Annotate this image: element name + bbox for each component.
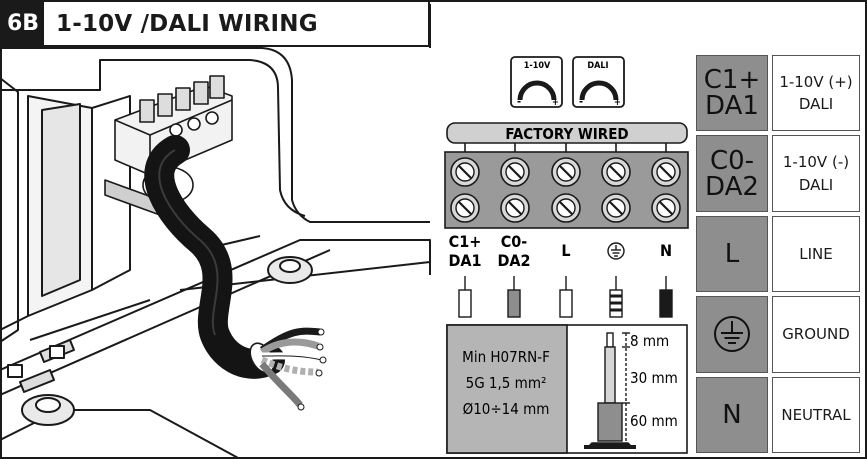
legend-desc-text: DALI	[798, 95, 834, 114]
strip-length-8mm: 8 mm	[630, 332, 669, 350]
dimmer-icon-1-10v: 1-10V - +	[510, 56, 563, 108]
dimmer-plus: +	[614, 98, 621, 108]
legend-code-text: C1+	[703, 65, 761, 96]
header: 6B 1-10V /DALI WIRING	[0, 0, 430, 47]
legend-code-text: N	[722, 399, 742, 430]
legend-desc-text: DALI	[798, 175, 834, 194]
terminal-block: FACTORY WIRED C1+ DA1 C0- DA2 L	[444, 122, 689, 318]
legend-desc-n: NEUTRAL	[772, 376, 860, 453]
legend-desc-text: LINE	[799, 244, 833, 263]
dimmer-plus: +	[552, 98, 559, 108]
legend-table: C1+ DA1 1-10V (+) DALI C0- DA2 1-10V (-)…	[696, 55, 860, 453]
legend-desc-c1: 1-10V (+) DALI	[772, 55, 860, 132]
cable-spec-line-3: Ø10÷14 mm	[463, 400, 550, 418]
dimmer-icon-dali: DALI - +	[572, 56, 625, 108]
screw-slot	[458, 165, 472, 179]
strip-length-60mm: 60 mm	[630, 412, 678, 430]
ground-icon	[607, 242, 625, 260]
cable-spec-panel: Min H07RN-F 5G 1,5 mm² Ø10÷14 mm 8 mm 30…	[446, 324, 688, 454]
legend-code-n: N	[696, 376, 768, 453]
screw-slot	[609, 165, 623, 179]
legend-code-text: C0-	[709, 145, 755, 176]
stripped-cable-drawing	[584, 332, 636, 449]
dimmer-minus: -	[579, 95, 583, 108]
screw-slot	[458, 201, 472, 215]
terminal-strip	[444, 151, 689, 229]
cable-spec-line-2: 5G 1,5 mm²	[466, 374, 547, 392]
factory-wired-banner	[446, 122, 688, 144]
terminal-label-n: N	[660, 241, 672, 260]
dimmer-label-dali: DALI	[587, 61, 608, 71]
legend-desc-text: NEUTRAL	[781, 405, 851, 424]
dimmer-label-1-10v: 1-10V	[524, 61, 551, 71]
wire-end-l	[559, 276, 573, 318]
screw-slot	[559, 201, 573, 215]
wire-end-ground	[609, 276, 623, 318]
factory-wired-label: FACTORY WIRED	[505, 125, 628, 143]
screw-slot	[659, 165, 673, 179]
legend-code-text: L	[724, 238, 740, 269]
terminal-label-c0-line2: DA2	[497, 251, 530, 270]
dimmer-minus: -	[517, 95, 521, 108]
strip-length-30mm: 30 mm	[630, 369, 678, 387]
terminal-label-c1-line2: DA1	[448, 251, 481, 270]
legend-desc-ground: GROUND	[772, 296, 860, 373]
wire-end-n	[659, 276, 673, 318]
legend-code-text: DA2	[705, 171, 759, 202]
cable-spec-line-1: Min H07RN-F	[462, 348, 550, 366]
wire-end-c0	[507, 276, 521, 318]
legend-code-c0: C0- DA2	[696, 135, 768, 212]
legend-desc-c0: 1-10V (-) DALI	[772, 135, 860, 212]
terminal-label-c0-line1: C0-	[501, 232, 528, 251]
legend-desc-text: GROUND	[782, 325, 850, 344]
cable	[144, 135, 327, 411]
screw-slot	[559, 165, 573, 179]
screw-slot	[508, 201, 522, 215]
legend-desc-l: LINE	[772, 215, 860, 293]
screw-slot	[659, 201, 673, 215]
ground-icon	[714, 316, 750, 353]
terminal-label-l: L	[561, 241, 570, 260]
legend-desc-text: 1-10V (+)	[779, 72, 853, 91]
wire-end-c1	[458, 276, 472, 318]
page-title: 1-10V /DALI WIRING	[56, 10, 318, 37]
screw-slot	[508, 165, 522, 179]
terminal-label-c1-line1: C1+	[449, 232, 482, 251]
legend-code-c1: C1+ DA1	[696, 55, 768, 132]
legend-code-ground	[696, 296, 768, 373]
legend-code-text: DA1	[705, 91, 759, 122]
screw-slot	[609, 201, 623, 215]
legend-code-l: L	[696, 215, 768, 293]
legend-desc-text: 1-10V (-)	[782, 153, 850, 172]
step-badge: 6B	[2, 2, 44, 45]
